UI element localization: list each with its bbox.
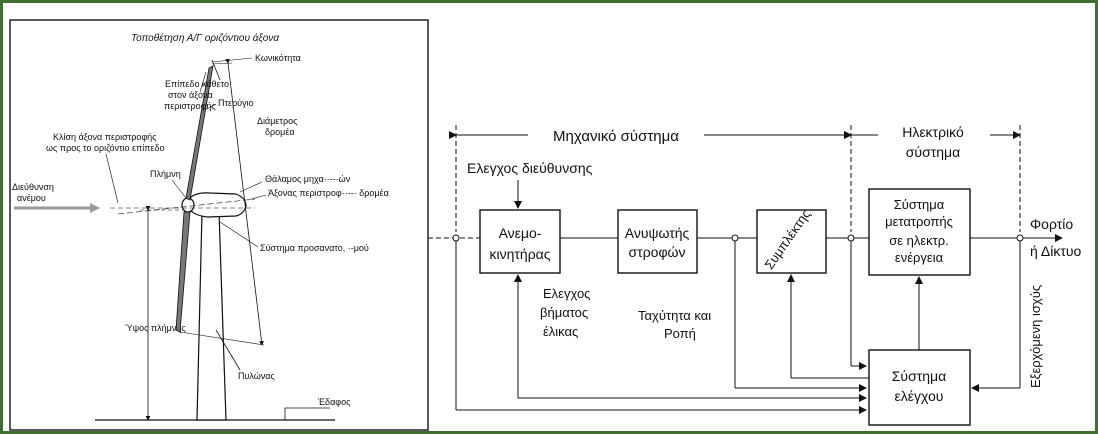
converter-block: [868, 188, 971, 276]
output-node: [1016, 234, 1024, 242]
rotor-diameter-ref-top: [211, 62, 233, 65]
electrical-system-label-2: σύστημα: [906, 144, 960, 160]
wind-rotor-label-2: κινητήρας: [489, 246, 550, 262]
plane-label-3: περιστροφής: [164, 101, 216, 111]
wind-direction-label-1: Διεύθυνση: [12, 182, 54, 192]
output-power-label: Εξερχόμενη ισχύς: [1028, 285, 1043, 388]
wind-direction-label-2: ανέμου: [17, 193, 46, 203]
electrical-system-label-1: Ηλεκτρικό: [902, 124, 964, 140]
speed-torque-label-2: Ροπή: [664, 326, 696, 341]
cone-line: [211, 59, 221, 81]
tilt-label-1: Κλίση άξονα περιστροφής: [53, 132, 157, 142]
wind-arrow-head: [90, 203, 100, 213]
speed-node: [731, 234, 739, 242]
yaw-label: Σύστημα προσανατο, ·-μού: [260, 243, 369, 253]
plane-leader: [199, 71, 207, 93]
wind-rotor-block: [479, 209, 561, 274]
cone-label: Κωνικότητα: [255, 53, 301, 63]
hub-height-label: Ύψος πλήμνης: [125, 323, 186, 333]
converter-label-3: σε ηλεκτρ.: [889, 233, 949, 248]
converter-label-4: ενέργεια: [895, 250, 944, 265]
rotor-diameter-label-1: Διάμετρος: [257, 116, 298, 126]
tower-leader: [215, 329, 241, 371]
yaw-leader: [219, 221, 259, 248]
rotation-axis-line: [117, 198, 256, 215]
blade-leader: [204, 103, 217, 111]
pitch-control-label-3: έλικας: [543, 324, 578, 339]
wind-rotor-label-1: Ανεμο-: [499, 225, 542, 241]
control-system-block: [868, 349, 971, 426]
nacelle-leader: [239, 181, 263, 193]
gearbox-block: [617, 209, 698, 274]
pitch-control-label-2: βήματος: [540, 305, 588, 320]
clutch-node: [847, 234, 855, 242]
rotor-diameter-dimension: [225, 58, 264, 346]
pitch-control-label-1: Ελεγχος: [543, 286, 590, 301]
gearbox-label-1: Ανυψωτής: [625, 225, 690, 241]
tilt-label-2: ως προς το οριζόντιο επίπεδο: [46, 143, 165, 153]
blade-label: Πτερύγιο: [218, 98, 254, 108]
converter-label-2: μετατροπής: [885, 214, 953, 229]
plane-label-1: Επίπεδο κάθετο: [165, 79, 229, 89]
tilt-leader: [105, 153, 119, 204]
load-label-1: Φορτίο: [1030, 216, 1073, 232]
ground-label: Έδαφος: [317, 397, 351, 407]
hub-label: Πλήμνη: [150, 169, 181, 179]
axis-label: Άξονας περιστροφ··--· δρομέα: [268, 188, 389, 198]
nacelle-label: Θάλαμος μηχα··--·ών: [265, 174, 351, 184]
axis-leader: [247, 194, 267, 201]
control-system-label-2: ελέγχου: [895, 388, 944, 404]
hub: [181, 197, 195, 213]
gearbox-label-2: στροφών: [629, 244, 686, 260]
mechanical-system-label: Μηχανικό σύστημα: [553, 128, 679, 145]
converter-label-1: Σύστημα: [894, 197, 945, 212]
tower-label: Πυλώνας: [238, 371, 276, 381]
rotor-diameter-ref-bottom: [179, 331, 265, 346]
plane-label-2: στον άξονα: [168, 90, 213, 100]
left-panel-title: Τοποθέτηση Α/Γ οριζόντιου άξονα: [131, 32, 279, 44]
control-system-label-1: Σύστημα: [892, 368, 946, 384]
direction-control-label: Ελεγχος διεύθυνσης: [467, 160, 593, 176]
clutch-block: [756, 209, 827, 274]
rotor-diameter-label-2: δρομέα: [265, 127, 295, 137]
nacelle: [189, 192, 247, 218]
input-node: [452, 234, 460, 242]
speed-torque-label-1: Ταχύτητα και: [638, 308, 711, 323]
load-label-2: ή Δίκτυο: [1030, 243, 1082, 259]
upper-blade: [185, 65, 214, 201]
hub-leader: [171, 179, 187, 199]
